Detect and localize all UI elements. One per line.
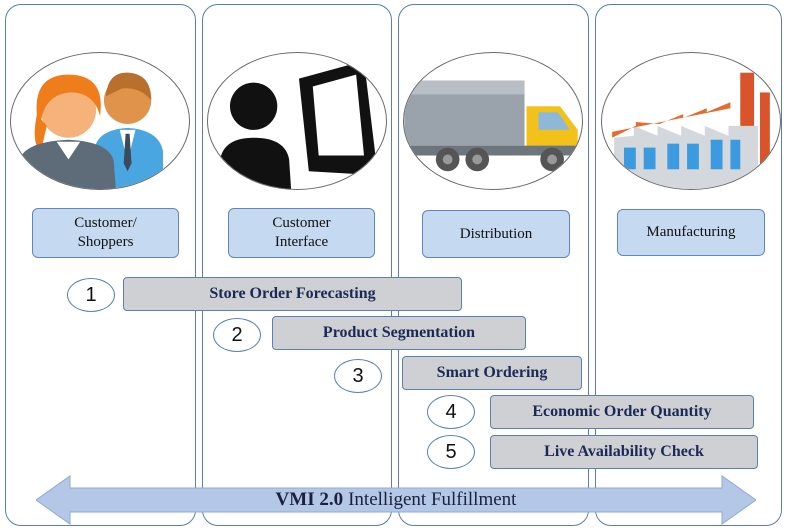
factory-icon [601, 52, 781, 190]
fulfillment-arrow: VMI 2.0 Intelligent Fulfillment [36, 474, 756, 526]
step-bar-economic-order-quantity: Economic Order Quantity [490, 395, 754, 429]
step-number-4: 4 [427, 395, 475, 429]
step-bar-smart-ordering: Smart Ordering [402, 356, 582, 390]
step-bar-live-availability-check: Live Availability Check [490, 435, 758, 469]
customer-interface-icon [207, 52, 387, 190]
step-number-1: 1 [67, 278, 115, 312]
banner-text: Intelligent Fulfillment [348, 489, 517, 510]
step-number-2: 2 [213, 318, 261, 352]
banner-bold: VMI 2.0 [275, 489, 344, 510]
step-bar-product-segmentation: Product Segmentation [272, 316, 526, 350]
customer-shoppers-icon [10, 52, 190, 190]
fulfillment-banner: VMI 2.0 Intelligent Fulfillment [36, 474, 756, 526]
step-number-5: 5 [427, 435, 475, 469]
step-bar-store-order-forecasting: Store Order Forecasting [123, 277, 462, 311]
column-label-distribution: Distribution [422, 210, 570, 258]
column-label-manufacturing: Manufacturing [617, 209, 765, 256]
column-label-interface: Customer Interface [228, 208, 375, 258]
step-number-3: 3 [334, 359, 382, 393]
column-label-customer: Customer/ Shoppers [32, 208, 179, 258]
truck-icon [403, 52, 583, 190]
